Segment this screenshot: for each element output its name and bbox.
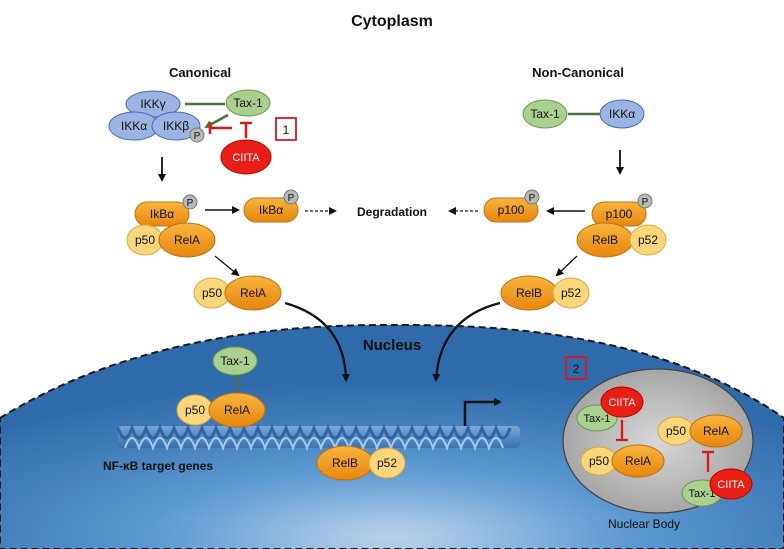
rela-nb-left (611, 444, 665, 478)
relb-complex-label: RelB (592, 233, 618, 247)
box-2 (565, 356, 587, 380)
phospho-ikba-complex (182, 194, 198, 210)
canonical-nuclear-import-arrow (284, 301, 350, 382)
phospho-p100-complex-label: P (642, 197, 649, 208)
ikba-free-label: IkBα (259, 203, 283, 217)
tax1-nb-lower-label: Tax-1 (689, 488, 716, 500)
nuclear-body-label: Nuclear Body (608, 517, 680, 531)
ciita-canonical (220, 139, 272, 175)
ciita-nb-upper-label: CIITA (608, 397, 636, 409)
phospho-ikba-free (283, 189, 299, 205)
cytoplasm-label: Cytoplasm (351, 13, 433, 30)
p52-nuclear-label: p52 (377, 456, 397, 470)
ikk-beta (151, 111, 201, 141)
rela-nuclear (208, 392, 266, 428)
phospho-p100-free-label: P (529, 193, 536, 204)
tax1-noncanonical-label: Tax-1 (530, 107, 560, 121)
ikk-alpha-noncanonical-label: IKKα (609, 107, 635, 121)
rela-nb-right (689, 414, 743, 448)
ciita-nb-lower-label: CIITA (717, 479, 745, 491)
nucleus-label: Nucleus (363, 337, 421, 354)
relb-free-label: RelB (516, 286, 542, 300)
box-2-label: 2 (573, 362, 580, 376)
phospho-ikk-beta (189, 127, 205, 143)
p50-nb-left-label: p50 (589, 454, 609, 468)
transcription-start-arrow (463, 398, 502, 426)
ikk-alpha-noncanonical (599, 99, 645, 129)
rela-free (224, 275, 282, 311)
p100-free-label: p100 (498, 203, 525, 217)
ikk-beta-label: IKKβ (163, 119, 189, 133)
dna-helix (116, 423, 520, 452)
canonical-label: Canonical (169, 65, 231, 80)
noncanonical-release-arrow (555, 255, 578, 277)
rela-free-label: RelA (240, 286, 266, 300)
tax1-canonical-label: Tax-1 (233, 96, 263, 110)
p50-nb-right-label: p50 (666, 424, 686, 438)
rela-complex (158, 222, 216, 258)
phospho-ikk-beta-label: P (194, 131, 201, 142)
phospho-p100-complex (637, 193, 653, 209)
rela-nb-left-label: RelA (625, 454, 651, 468)
box-1 (275, 117, 297, 141)
ikk-alpha-canonical-label: IKKα (121, 119, 147, 133)
ikba-free (243, 197, 299, 223)
tax1-nb-upper-label: Tax-1 (584, 413, 611, 425)
degradation-label: Degradation (357, 205, 427, 219)
ikba-complex (134, 201, 190, 227)
tax1-nuclear (212, 346, 258, 376)
p52-nuclear (368, 447, 406, 479)
ciita-nb-lower (709, 468, 753, 500)
relb-nuclear-label: RelB (332, 456, 358, 470)
non-canonical-label: Non-Canonical (532, 65, 624, 80)
target-genes-label: NF-κB target genes (103, 459, 213, 473)
p52-free (552, 277, 590, 309)
rela-nuclear-label: RelA (224, 403, 250, 417)
p52-complex (629, 224, 667, 256)
p100-free (483, 197, 539, 223)
ciita-canonical-label: CIITA (232, 152, 260, 164)
ciita-nb-upper (600, 386, 644, 418)
p50-nuclear-label: p50 (185, 403, 205, 417)
ikba-complex-label: IkBα (150, 207, 174, 221)
tax1-canonical (225, 89, 271, 117)
canonical-release-arrow (214, 255, 240, 277)
p100-complex-label: p100 (606, 207, 633, 221)
ikk-gamma-label: IKKγ (140, 97, 165, 111)
p52-complex-label: p52 (638, 233, 658, 247)
p50-free-label: p50 (202, 286, 222, 300)
phospho-ikba-complex-label: P (187, 198, 194, 209)
p50-complex-label: p50 (135, 233, 155, 247)
tax1-noncanonical (522, 99, 568, 129)
rela-complex-label: RelA (174, 233, 200, 247)
noncanonical-nuclear-import-arrow (432, 301, 501, 382)
phospho-ikba-free-label: P (288, 193, 295, 204)
p52-free-label: p52 (561, 286, 581, 300)
box-1-label: 1 (283, 123, 290, 137)
rela-nb-right-label: RelA (703, 424, 729, 438)
phospho-p100-free (524, 189, 540, 205)
tax1-nuclear-label: Tax-1 (220, 354, 250, 368)
